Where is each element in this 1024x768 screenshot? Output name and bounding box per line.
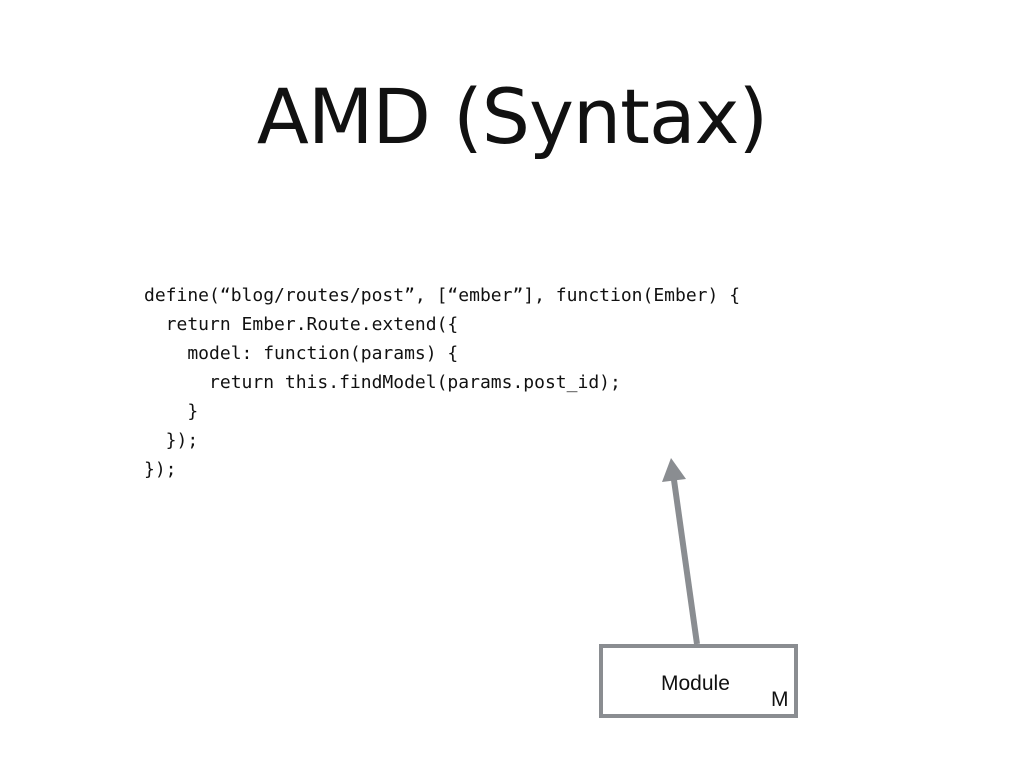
code-line: return Ember.Route.extend({ [144, 314, 459, 335]
callout-arrow-shaft [671, 479, 700, 645]
code-line: return this.findModel(params.post_id); [144, 372, 621, 393]
module-letter: M [771, 688, 789, 711]
callout-arrow-head [662, 458, 686, 482]
module-callout-box: Module M [599, 644, 798, 718]
code-block: define(“blog/routes/post”, [“ember”], fu… [144, 281, 740, 484]
code-line: } [144, 401, 199, 422]
code-line: }); [144, 459, 177, 480]
module-label: Module [661, 672, 730, 695]
slide-title: AMD (Syntax) [256, 72, 768, 161]
code-line: }); [144, 430, 199, 451]
code-line: model: function(params) { [144, 343, 459, 364]
code-line: define(“blog/routes/post”, [“ember”], fu… [144, 285, 741, 306]
